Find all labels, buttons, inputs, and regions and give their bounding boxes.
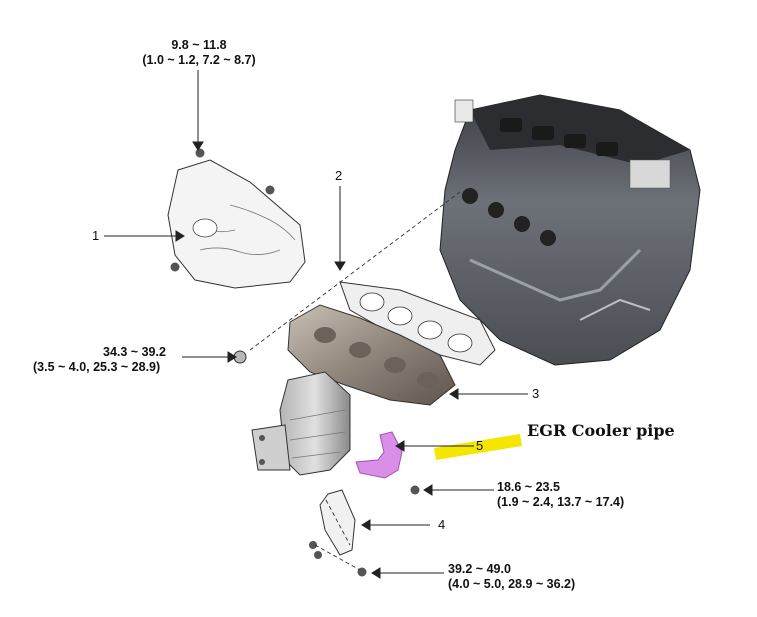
leader-lines: [104, 70, 528, 579]
egr-cooler-pipe: [355, 431, 403, 479]
torque-spec-heat-protector: 9.8 ~ 11.8 (1.0 ~ 1.2, 7.2 ~ 8.7): [128, 38, 270, 68]
torque-value-kgf-lbf: (1.9 ~ 2.4, 13.7 ~ 17.4): [497, 495, 625, 509]
torque-value-kgf-lbf: (1.0 ~ 1.2, 7.2 ~ 8.7): [142, 53, 256, 67]
annotation-highlight: [434, 434, 522, 460]
exhaust-manifold: [287, 304, 456, 406]
callout-3: 3: [532, 386, 540, 401]
catalytic-converter: [251, 371, 351, 476]
torque-value-kgf-lbf: (3.5 ~ 4.0, 25.3 ~ 28.9): [33, 360, 161, 374]
callout-1: 1: [92, 228, 100, 243]
bolt: [195, 148, 205, 158]
bolt: [314, 551, 322, 559]
torque-value-kgf-lbf: (4.0 ~ 5.0, 28.9 ~ 36.2): [448, 577, 576, 591]
torque-value-nm: 18.6 ~ 23.5: [497, 480, 560, 494]
torque-value-nm: 9.8 ~ 11.8: [171, 38, 227, 52]
egr-cooler-pipe-label: EGR Cooler pipe: [527, 421, 675, 440]
heat-protector: [167, 159, 306, 289]
torque-spec-egr-pipe-bolt: 18.6 ~ 23.5 (1.9 ~ 2.4, 13.7 ~ 17.4): [497, 480, 624, 510]
torque-spec-bracket-bolt: 39.2 ~ 49.0 (4.0 ~ 5.0, 28.9 ~ 36.2): [448, 562, 575, 592]
bolt: [309, 541, 317, 549]
torque-value-nm: 34.3 ~ 39.2: [103, 345, 166, 359]
torque-spec-manifold-nut: 34.3 ~ 39.2 (3.5 ~ 4.0, 25.3 ~ 28.9): [33, 345, 166, 375]
callout-4: 4: [438, 517, 446, 532]
dashed-guide-lines: [249, 191, 461, 571]
support-bracket: [319, 489, 356, 556]
bolt: [170, 262, 180, 272]
bolt: [265, 185, 275, 195]
torque-value-nm: 39.2 ~ 49.0: [448, 562, 511, 576]
engine-block: [439, 94, 701, 366]
bolt: [410, 485, 420, 495]
callout-5: 5: [476, 438, 484, 453]
callout-2: 2: [335, 168, 343, 183]
exhaust-manifold-gasket: [339, 281, 496, 366]
